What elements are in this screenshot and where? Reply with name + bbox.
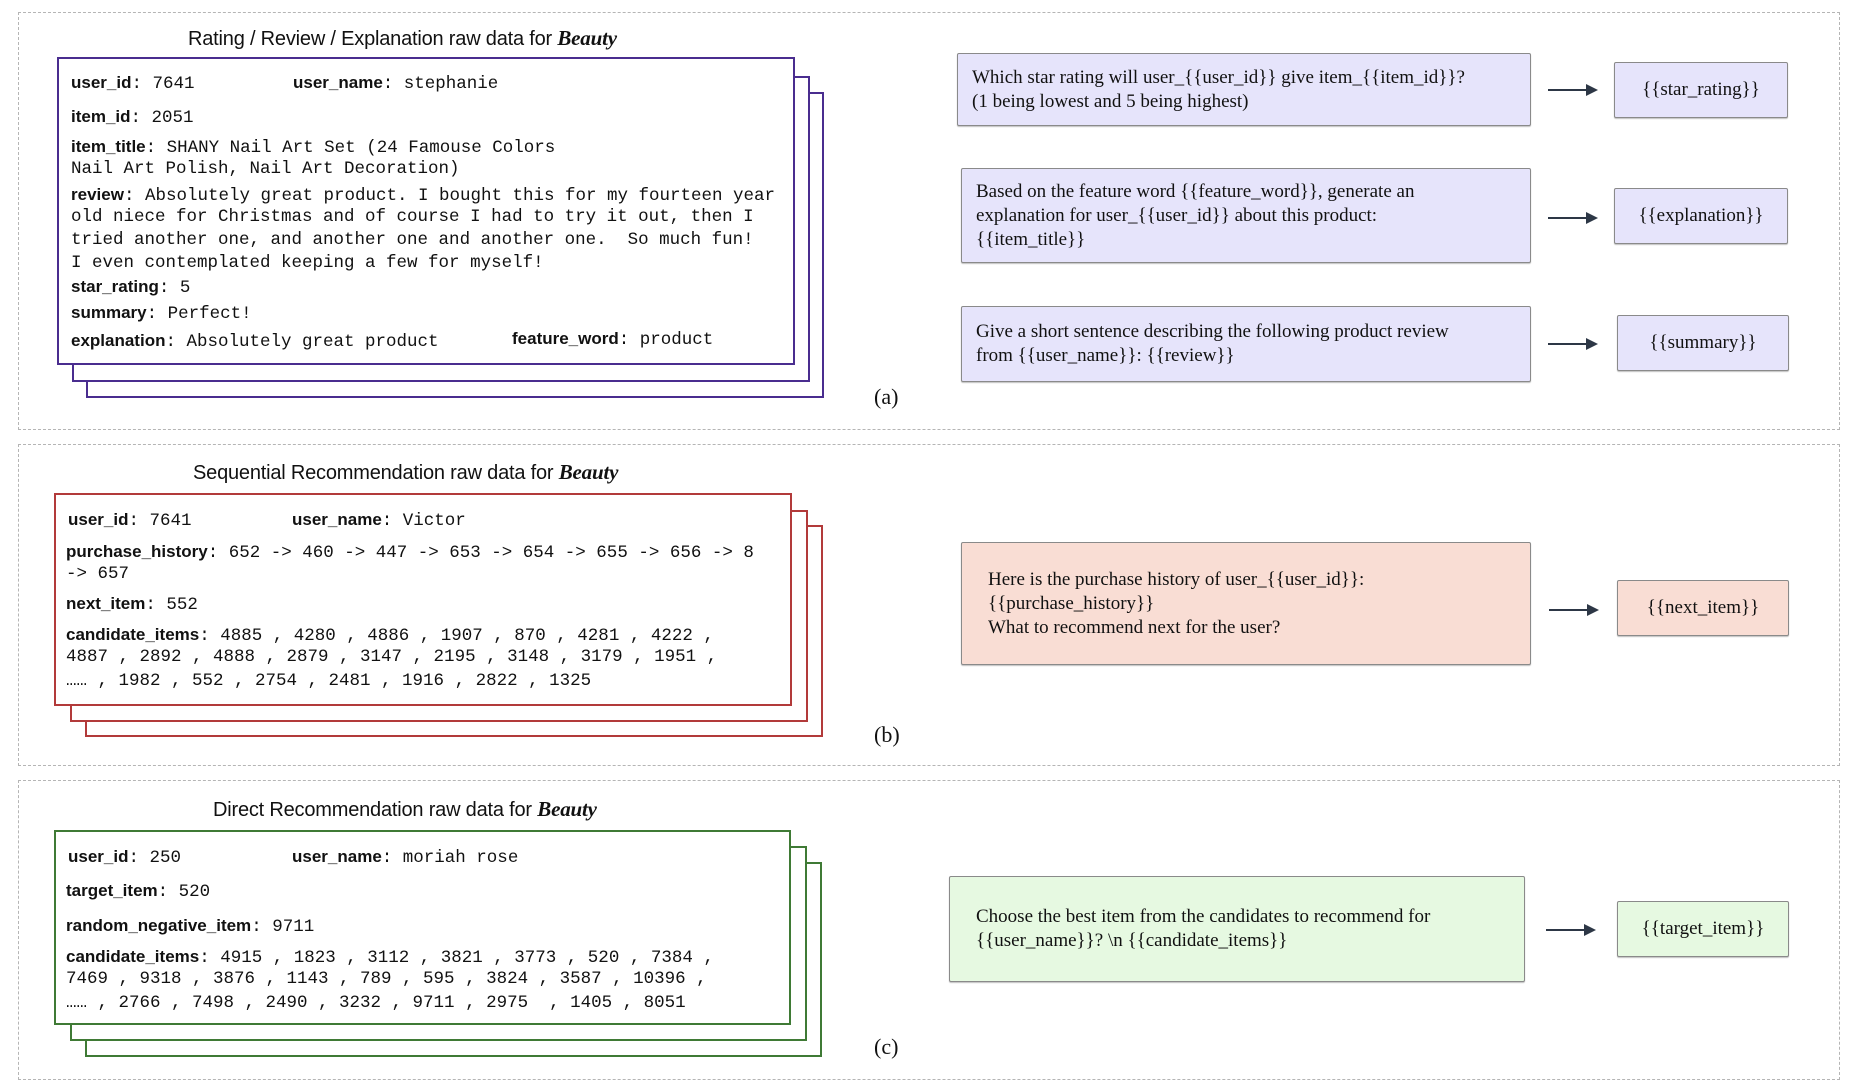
panel-c-data-card: user_id: 250 user_name: moriah rose targ…: [54, 830, 791, 1025]
field-user-name: user_name: Victor: [292, 510, 466, 531]
panel-a-prompt-summary: Give a short sentence describing the fol…: [961, 306, 1531, 382]
panel-b-target-next-item: {{next_item}}: [1617, 580, 1789, 636]
field-target-item: target_item: 520: [66, 881, 211, 902]
panel-b-title-text: Sequential Recommendation raw data for: [193, 462, 554, 484]
arrow-icon: [1546, 924, 1596, 936]
field-summary: summary: Perfect!: [71, 303, 252, 324]
panel-c-title: Direct Recommendation raw data for Beaut…: [213, 797, 597, 822]
panel-c-prompt-target-item: Choose the best item from the candidates…: [949, 876, 1525, 982]
panel-b-prompt-next-item: Here is the purchase history of user_{{u…: [961, 542, 1531, 665]
field-item-id: item_id: 2051: [71, 107, 194, 128]
panel-a-prompt-star-rating: Which star rating will user_{{user_id}} …: [957, 53, 1531, 126]
panel-a-prompt-explanation: Based on the feature word {{feature_word…: [961, 168, 1531, 263]
field-review: review: Absolutely great product. I boug…: [71, 185, 776, 206]
field-review-line-4: I even contemplated keeping a few for my…: [71, 253, 544, 273]
field-next-item: next_item: 552: [66, 594, 198, 615]
field-random-negative-item: random_negative_item: 9711: [66, 916, 315, 937]
field-user-id: user_id: 7641: [71, 73, 195, 94]
field-item-title: item_title: SHANY Nail Art Set (24 Famou…: [71, 137, 556, 158]
panel-c-label: (c): [874, 1034, 899, 1059]
panel-b-title: Sequential Recommendation raw data for B…: [193, 460, 618, 485]
panel-c-title-text: Direct Recommendation raw data for: [213, 799, 532, 821]
arrow-icon: [1549, 604, 1599, 616]
panel-b-label: (b): [874, 722, 900, 747]
field-candidate-items: candidate_items: 4915 , 1823 , 3112 , 38…: [66, 947, 714, 968]
panel-c-domain: Beauty: [537, 797, 597, 821]
panel-a-target-summary: {{summary}}: [1617, 315, 1789, 371]
panel-c: [18, 780, 1840, 1080]
panel-a-data-card: user_id: 7641 user_name: stephanie item_…: [57, 57, 795, 365]
panel-a: [18, 12, 1840, 430]
panel-c-target-target-item: {{target_item}}: [1617, 901, 1789, 957]
panel-b-data-card: user_id: 7641 user_name: Victor purchase…: [54, 493, 792, 706]
field-candidate-items-line-2: 7469 , 9318 , 3876 , 1143 , 789 , 595 , …: [66, 969, 707, 989]
field-purchase-history: purchase_history: 652 -> 460 -> 447 -> 6…: [66, 542, 754, 563]
field-user-id: user_id: 7641: [68, 510, 192, 531]
panel-a-title-text: Rating / Review / Explanation raw data f…: [188, 28, 553, 50]
panel-a-target-star-rating: {{star_rating}}: [1614, 62, 1788, 118]
panel-b-domain: Beauty: [558, 460, 619, 484]
panel-a-target-explanation: {{explanation}}: [1614, 188, 1788, 244]
field-user-id: user_id: 250: [68, 847, 182, 868]
field-purchase-history-line-2: -> 657: [66, 564, 130, 584]
field-explanation: explanation: Absolutely great product: [71, 331, 439, 352]
arrow-icon: [1548, 84, 1598, 96]
panel-a-domain: Beauty: [557, 26, 617, 50]
field-user-name: user_name: moriah rose: [292, 847, 519, 868]
arrow-icon: [1548, 338, 1598, 350]
field-item-title-line-2: Nail Art Polish, Nail Art Decoration): [71, 159, 460, 179]
panel-a-label: (a): [874, 384, 899, 409]
panel-b: [18, 444, 1840, 766]
field-candidate-items: candidate_items: 4885 , 4280 , 4886 , 19…: [66, 625, 714, 646]
arrow-icon: [1548, 212, 1598, 224]
panel-a-title: Rating / Review / Explanation raw data f…: [188, 26, 617, 51]
field-review-line-3: tried another one, and another one and a…: [71, 230, 754, 250]
field-review-line-2: old niece for Christmas and of course I …: [71, 207, 754, 227]
field-candidate-items-line-3: …… , 1982 , 552 , 2754 , 2481 , 1916 , 2…: [66, 671, 592, 691]
field-star-rating: star_rating: 5: [71, 277, 191, 298]
field-candidate-items-line-2: 4887 , 2892 , 4888 , 2879 , 3147 , 2195 …: [66, 647, 718, 667]
field-feature-word: feature_word: product: [512, 329, 714, 350]
field-user-name: user_name: stephanie: [293, 73, 499, 94]
field-candidate-items-line-3: …… , 2766 , 7498 , 2490 , 3232 , 9711 , …: [66, 993, 686, 1013]
